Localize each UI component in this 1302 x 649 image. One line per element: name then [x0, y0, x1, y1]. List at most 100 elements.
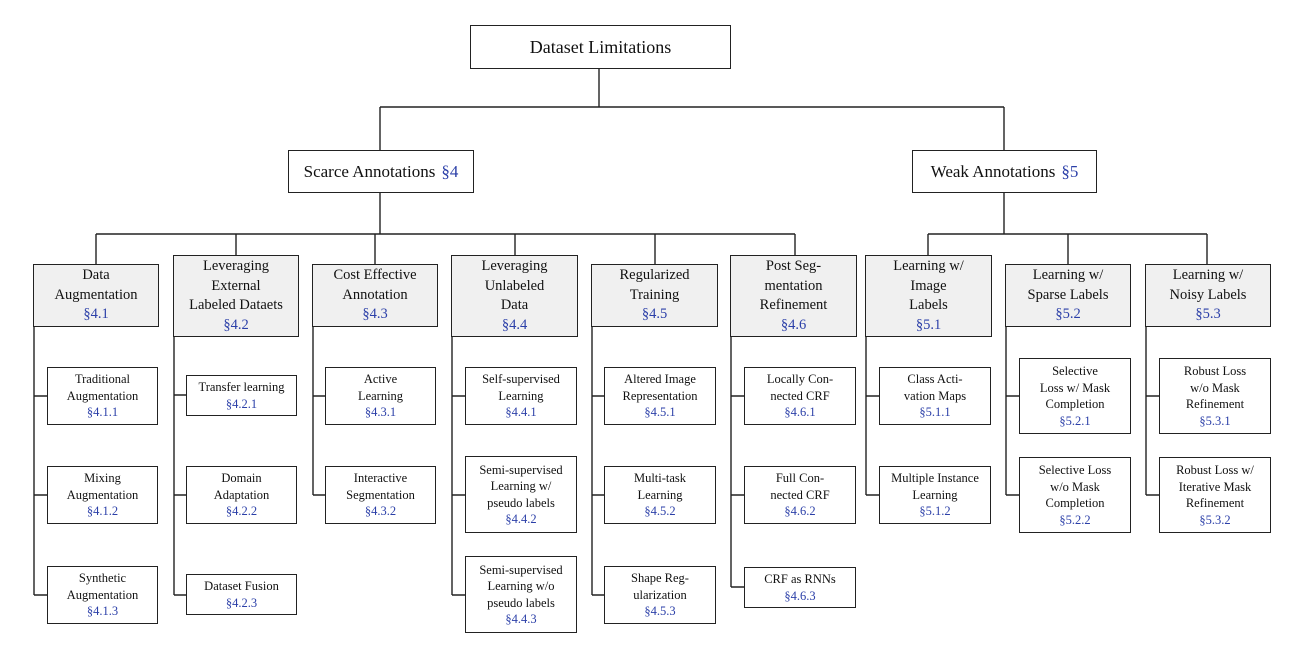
leaf-crf-as-rnns: CRF as RNNs §4.6.3	[744, 567, 856, 608]
leaf-label: Dataset Fusion	[204, 579, 279, 593]
leaf-selective-loss-with-mask-completion: Selective Loss w/ Mask Completion §5.2.1	[1019, 358, 1131, 434]
category-label: Data Augmentation	[54, 267, 138, 303]
leaf-label: Class Acti- vation Maps	[903, 372, 967, 403]
leaf-active-learning: Active Learning §4.3.1	[325, 367, 436, 425]
leaf-label: Mixing Augmentation	[66, 471, 139, 502]
leaf-selective-loss-without-mask-completion: Selective Loss w/o Mask Completion §5.2.…	[1019, 457, 1131, 533]
leaf-label: Selective Loss w/o Mask Completion	[1038, 463, 1112, 510]
leaf-section-ref: §4.1.3	[86, 604, 119, 619]
leaf-section-ref: §4.2.1	[225, 396, 258, 411]
category-section-ref: §4.1	[83, 306, 109, 323]
category-label: Regularized Training	[619, 267, 690, 303]
leaf-robust-loss-without-mask-refinement: Robust Loss w/o Mask Refinement §5.3.1	[1159, 358, 1271, 434]
leaf-label: Interactive Segmentation	[346, 471, 415, 502]
leaf-label: Full Con- nected CRF	[770, 471, 830, 502]
leaf-section-ref: §5.1.2	[919, 504, 951, 519]
leaf-domain-adaptation: Domain Adaptation §4.2.2	[186, 466, 297, 524]
category-label: Leveraging Unlabeled Data	[481, 258, 548, 313]
leaf-label: Locally Con- nected CRF	[766, 372, 834, 403]
leaf-shape-regularization: Shape Reg- ularization §4.5.3	[604, 566, 716, 624]
leaf-section-ref: §4.3.1	[364, 405, 397, 420]
category-label: Post Seg- mentation Refinement	[759, 258, 828, 313]
category-label: Cost Effective Annotation	[333, 267, 417, 303]
leaf-section-ref: §4.2.2	[225, 504, 258, 519]
category-section-ref: §4.5	[641, 306, 668, 323]
leaf-section-ref: §4.3.2	[364, 504, 397, 519]
leaf-label: Active Learning	[357, 372, 404, 403]
leaf-section-ref: §4.5.1	[644, 405, 676, 420]
root-node-dataset-limitations: Dataset Limitations	[470, 25, 731, 69]
category-section-ref: §4.2	[223, 316, 249, 333]
node-weak-annotations: Weak Annotations §5	[912, 150, 1097, 193]
leaf-label: Domain Adaptation	[213, 471, 270, 502]
category-section-ref: §5.1	[915, 316, 942, 333]
leaf-label: Semi-supervised Learning w/ pseudo label…	[479, 462, 563, 510]
leaf-transfer-learning: Transfer learning §4.2.1	[186, 375, 297, 416]
leaf-section-ref: §5.3.1	[1199, 413, 1231, 428]
category-leveraging-external-labeled-datasets: Leveraging External Labeled Dataets §4.2	[173, 255, 299, 337]
category-section-ref: §4.4	[501, 316, 528, 333]
leaf-self-supervised-learning: Self-supervised Learning §4.4.1	[465, 367, 577, 425]
leaf-section-ref: §5.3.2	[1199, 512, 1231, 527]
leaf-section-ref: §5.2.1	[1059, 413, 1091, 428]
leaf-section-ref: §4.4.2	[505, 512, 537, 526]
category-section-ref: §5.2	[1055, 306, 1081, 323]
leaf-section-ref: §4.4.3	[505, 612, 537, 626]
category-section-ref: §4.3	[362, 306, 388, 323]
category-learning-with-noisy-labels: Learning w/ Noisy Labels §5.3	[1145, 264, 1271, 327]
category-label: Leveraging External Labeled Dataets	[189, 258, 283, 313]
root-label: Dataset Limitations	[529, 37, 672, 57]
category-learning-with-sparse-labels: Learning w/ Sparse Labels §5.2	[1005, 264, 1131, 327]
leaf-label: Synthetic Augmentation	[66, 571, 139, 602]
category-leveraging-unlabeled-data: Leveraging Unlabeled Data §4.4	[451, 255, 578, 337]
leaf-mixing-augmentation: Mixing Augmentation §4.1.2	[47, 466, 158, 524]
category-learning-with-image-labels: Learning w/ Image Labels §5.1	[865, 255, 992, 337]
node-scarce-annotations: Scarce Annotations §4	[288, 150, 474, 193]
weak-label: Weak Annotations	[930, 162, 1056, 181]
leaf-multiple-instance-learning: Multiple Instance Learning §5.1.2	[879, 466, 991, 524]
leaf-interactive-segmentation: Interactive Segmentation §4.3.2	[325, 466, 436, 524]
leaf-label: Selective Loss w/ Mask Completion	[1039, 364, 1111, 411]
leaf-dataset-fusion: Dataset Fusion §4.2.3	[186, 574, 297, 615]
leaf-class-activation-maps: Class Acti- vation Maps §5.1.1	[879, 367, 991, 425]
leaf-section-ref: §4.4.1	[505, 405, 537, 420]
leaf-label: Robust Loss w/o Mask Refinement	[1183, 364, 1247, 411]
leaf-section-ref: §4.1.2	[86, 504, 119, 519]
leaf-semi-supervised-without-pseudo-labels: Semi-supervised Learning w/o pseudo labe…	[465, 556, 577, 633]
leaf-label: Shape Reg- ularization	[631, 571, 689, 602]
leaf-semi-supervised-with-pseudo-labels: Semi-supervised Learning w/ pseudo label…	[465, 456, 577, 533]
leaf-section-ref: §5.1.1	[919, 405, 951, 420]
weak-section-ref: §5	[1061, 162, 1079, 181]
leaf-section-ref: §4.1.1	[86, 405, 119, 420]
leaf-section-ref: §4.5.2	[644, 504, 676, 519]
leaf-label: Multiple Instance Learning	[891, 471, 979, 502]
scarce-label: Scarce Annotations	[303, 162, 436, 181]
leaf-label: Robust Loss w/ Iterative Mask Refinement	[1176, 463, 1254, 510]
leaf-synthetic-augmentation: Synthetic Augmentation §4.1.3	[47, 566, 158, 624]
leaf-label: CRF as RNNs	[764, 572, 836, 586]
leaf-label: Traditional Augmentation	[66, 372, 139, 403]
leaf-traditional-augmentation: Traditional Augmentation §4.1.1	[47, 367, 158, 425]
leaf-robust-loss-with-iterative-mask-refinement: Robust Loss w/ Iterative Mask Refinement…	[1159, 457, 1271, 533]
leaf-section-ref: §5.2.2	[1059, 512, 1091, 527]
leaf-section-ref: §4.2.3	[225, 595, 258, 610]
leaf-section-ref: §4.6.3	[784, 588, 816, 603]
category-section-ref: §4.6	[780, 316, 807, 333]
leaf-locally-connected-crf: Locally Con- nected CRF §4.6.1	[744, 367, 856, 425]
leaf-label: Transfer learning	[198, 380, 285, 394]
leaf-multi-task-learning: Multi-task Learning §4.5.2	[604, 466, 716, 524]
leaf-section-ref: §4.6.2	[784, 504, 816, 519]
category-label: Learning w/ Sparse Labels	[1027, 267, 1109, 303]
category-regularized-training: Regularized Training §4.5	[591, 264, 718, 327]
leaf-label: Altered Image Representation	[622, 372, 698, 403]
leaf-label: Semi-supervised Learning w/o pseudo labe…	[479, 562, 563, 610]
category-data-augmentation: Data Augmentation §4.1	[33, 264, 159, 327]
category-label: Learning w/ Noisy Labels	[1169, 267, 1247, 303]
scarce-section-ref: §4	[441, 162, 459, 181]
leaf-label: Multi-task Learning	[633, 471, 687, 502]
leaf-label: Self-supervised Learning	[482, 372, 560, 403]
category-label: Learning w/ Image Labels	[893, 258, 964, 313]
leaf-section-ref: §4.6.1	[784, 405, 816, 420]
leaf-altered-image-representation: Altered Image Representation §4.5.1	[604, 367, 716, 425]
